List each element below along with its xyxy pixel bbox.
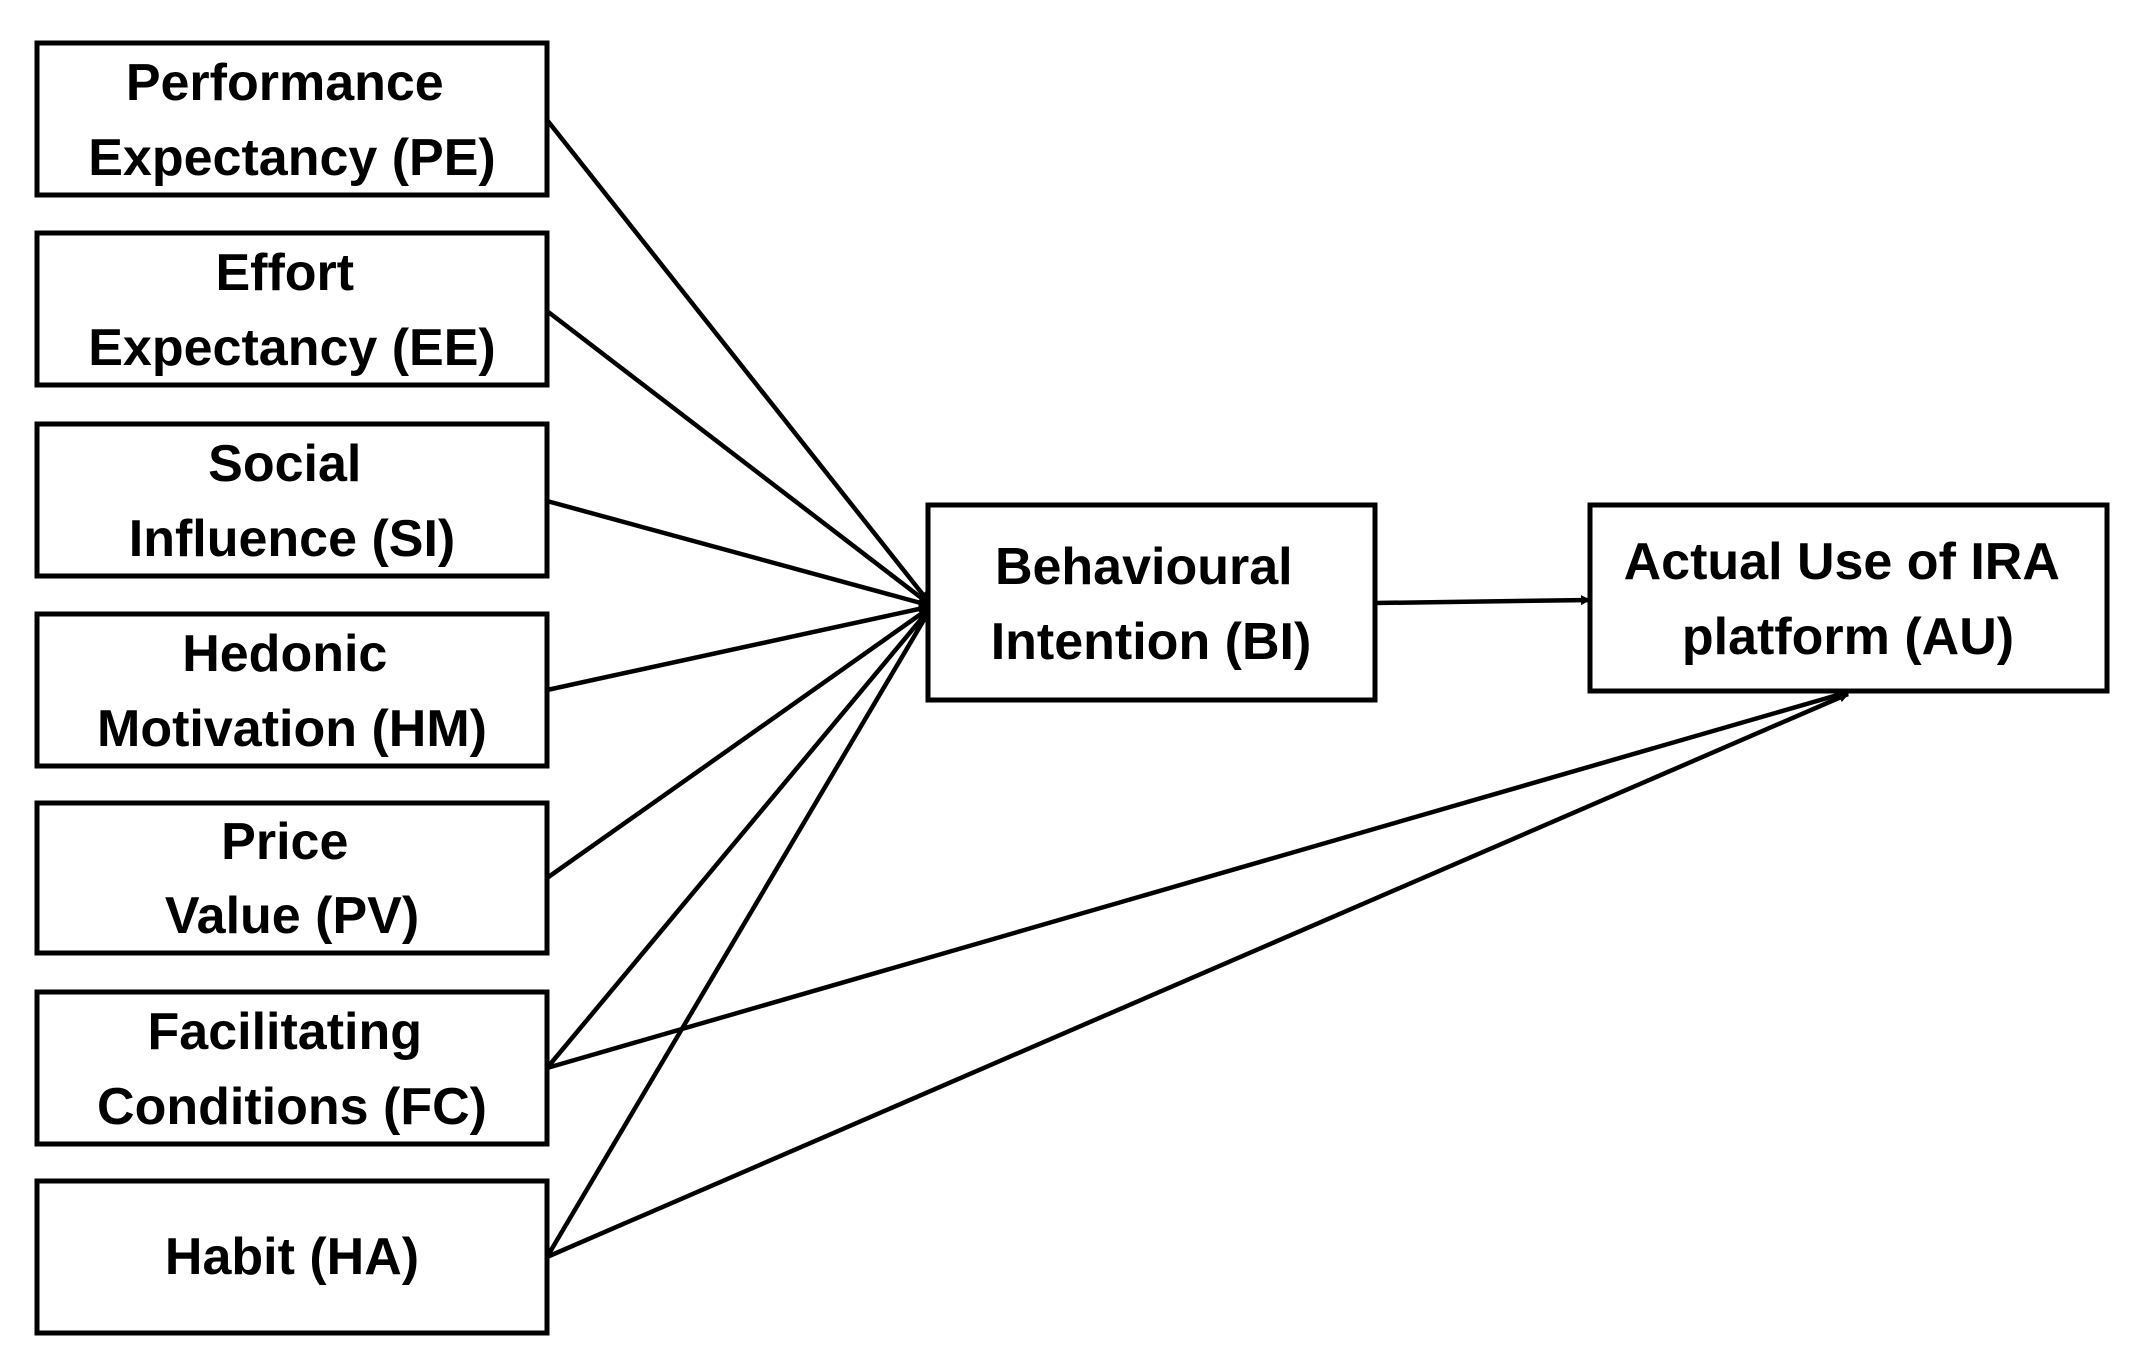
edge-pv-to-bi bbox=[545, 607, 930, 880]
node-hm-box bbox=[34, 611, 550, 769]
node-price-value: Price Value (PV) bbox=[34, 800, 550, 956]
node-performance-expectancy: Performance Expectancy (PE) bbox=[34, 40, 550, 198]
node-pe-line-1: Performance bbox=[126, 54, 444, 112]
node-fc-line-1: Facilitating bbox=[148, 1003, 422, 1061]
edge-si-to-bi bbox=[546, 498, 929, 608]
node-hm-line-2: Motivation (HM) bbox=[97, 700, 487, 758]
node-ee-line-2: Expectancy (EE) bbox=[88, 319, 496, 377]
node-fc-line-2: Conditions (FC) bbox=[97, 1078, 487, 1136]
node-bi-label: Behavioural Intention (BI) bbox=[991, 538, 1312, 671]
node-au-line-1: Actual Use of IRA bbox=[1624, 533, 2060, 591]
node-bi-box bbox=[925, 502, 1378, 703]
node-pe-box bbox=[34, 40, 550, 198]
edge-ha-to-au bbox=[546, 691, 1849, 1260]
node-ha-line-1: Habit (HA) bbox=[165, 1228, 419, 1286]
edge-hm-to-bi bbox=[546, 604, 929, 693]
node-si-label: Social Influence (SI) bbox=[129, 435, 455, 568]
node-au-label: Actual Use of IRA platform (AU) bbox=[1624, 533, 2073, 666]
node-pe-line-2: Expectancy (PE) bbox=[88, 129, 496, 187]
node-au-line-2: platform (AU) bbox=[1682, 608, 2014, 666]
edge-ee-to-bi bbox=[545, 309, 930, 605]
node-hm-label: Hedonic Motivation (HM) bbox=[97, 625, 487, 758]
edge-pe-to-bi bbox=[545, 118, 930, 603]
node-habit: Habit (HA) bbox=[34, 1178, 550, 1336]
node-ha-label: Habit (HA) bbox=[165, 1228, 419, 1286]
node-pe-label: Performance Expectancy (PE) bbox=[88, 54, 496, 187]
node-ee-line-1: Effort bbox=[215, 244, 354, 302]
node-ee-box bbox=[34, 230, 550, 388]
node-pv-box bbox=[34, 800, 550, 956]
node-actual-use: Actual Use of IRA platform (AU) bbox=[1587, 502, 2110, 694]
node-ee-label: Effort Expectancy (EE) bbox=[88, 244, 496, 377]
node-bi-line-1: Behavioural bbox=[995, 538, 1293, 596]
node-si-line-1: Social bbox=[208, 435, 361, 493]
edge-fc-to-au bbox=[546, 689, 1849, 1071]
node-si-line-2: Influence (SI) bbox=[129, 510, 455, 568]
node-facilitating-conditions: Facilitating Conditions (FC) bbox=[34, 989, 550, 1147]
edge-ha-to-bi bbox=[545, 611, 930, 1259]
edge-bi-to-au bbox=[1374, 595, 1591, 606]
node-pv-line-2: Value (PV) bbox=[165, 887, 419, 945]
node-social-influence: Social Influence (SI) bbox=[34, 421, 550, 579]
node-pv-line-1: Price bbox=[221, 813, 348, 871]
node-fc-box bbox=[34, 989, 550, 1147]
node-bi-line-2: Intention (BI) bbox=[991, 613, 1312, 671]
node-fc-label: Facilitating Conditions (FC) bbox=[97, 1003, 487, 1136]
node-au-box bbox=[1587, 502, 2110, 694]
node-pv-label: Price Value (PV) bbox=[165, 813, 419, 945]
node-ha-box bbox=[34, 1178, 550, 1336]
node-si-box bbox=[34, 421, 550, 579]
node-hedonic-motivation: Hedonic Motivation (HM) bbox=[34, 611, 550, 769]
node-behavioural-intention: Behavioural Intention (BI) bbox=[925, 502, 1378, 703]
edges bbox=[545, 118, 1849, 1260]
node-hm-line-1: Hedonic bbox=[182, 625, 387, 683]
node-effort-expectancy: Effort Expectancy (EE) bbox=[34, 230, 550, 388]
edge-fc-to-bi bbox=[545, 609, 930, 1070]
